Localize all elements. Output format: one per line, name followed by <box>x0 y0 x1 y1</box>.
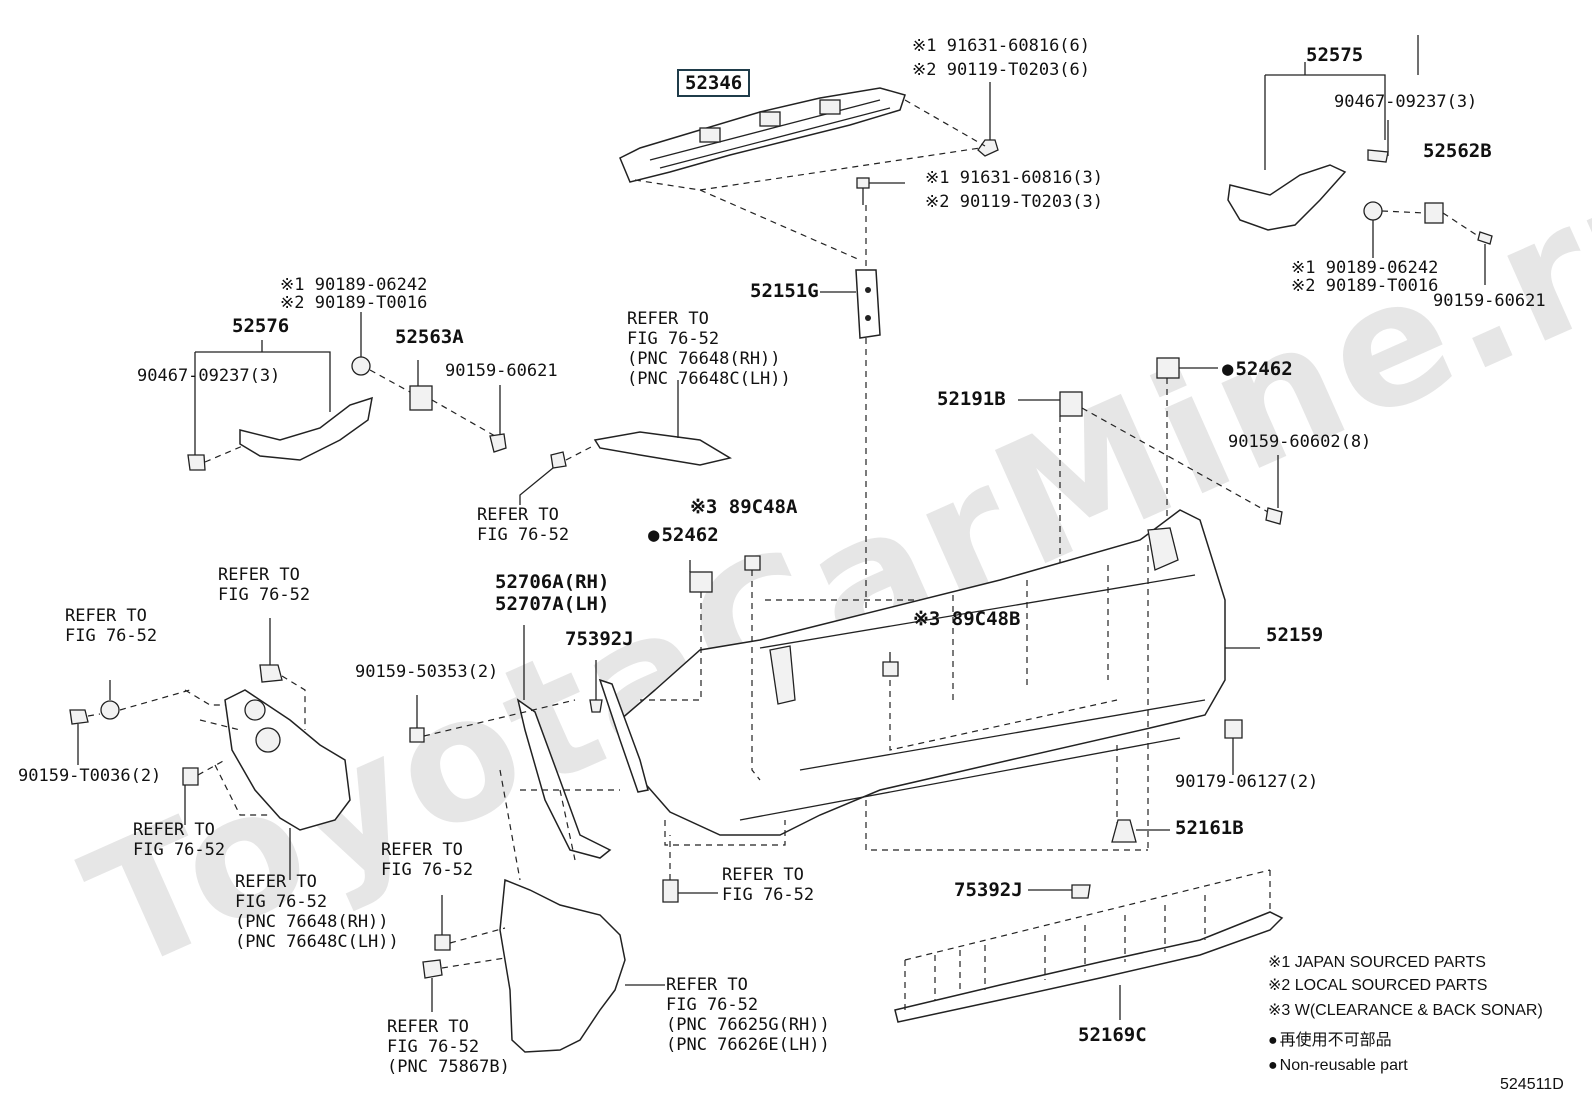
refer-label-g-1[interactable]: REFER TO <box>381 840 463 860</box>
part-label-bolt-mid-2[interactable]: ※2 90119-T0203(3) <box>925 192 1104 212</box>
part-label-90159-50353[interactable]: 90159-50353(2) <box>355 662 499 682</box>
refer-label-e-2[interactable]: FIG 76-52 <box>133 840 226 860</box>
part-label-75392J-right[interactable]: 75392J <box>954 879 1023 901</box>
part-52576-drawing <box>187 340 373 471</box>
part-label-89C48B[interactable]: ※3 89C48B <box>913 608 1021 630</box>
refer-bracket-drawing <box>519 380 732 505</box>
part-label-89C48A[interactable]: ※3 89C48A <box>690 496 798 518</box>
refer-label-d-2[interactable]: FIG 76-52 <box>65 626 158 646</box>
legend-non-reusable-en: Non-reusable part <box>1268 1055 1408 1077</box>
refer-label-f-1[interactable]: REFER TO <box>235 872 317 892</box>
part-52191B-drawing <box>1018 391 1083 417</box>
part-52169C-drawing <box>894 911 1284 1023</box>
part-52706A-drawing <box>516 625 612 859</box>
part-label-52161B[interactable]: 52161B <box>1175 817 1244 839</box>
part-label-90159-T0036[interactable]: 90159-T0036(2) <box>18 766 162 786</box>
refer-label-a-4[interactable]: (PNC 76648C(LH)) <box>627 369 791 389</box>
mud-flap-drawing <box>499 878 665 1053</box>
part-label-bolt-top-1[interactable]: ※1 91631-60816(6) <box>912 36 1091 56</box>
part-89C48B-drawing <box>882 652 899 677</box>
refer-label-f-2[interactable]: FIG 76-52 <box>235 892 328 912</box>
part-label-bolt-top-2[interactable]: ※2 90119-T0203(6) <box>912 60 1091 80</box>
part-label-90179-06127[interactable]: 90179-06127(2) <box>1175 772 1319 792</box>
clip-right-drawing <box>1363 120 1493 285</box>
refer-label-i-1[interactable]: REFER TO <box>666 975 748 995</box>
legend-clearance-sonar: ※3 W(CLEARANCE & BACK SONAR) <box>1268 1002 1543 1019</box>
refer-label-g-2[interactable]: FIG 76-52 <box>381 860 474 880</box>
part-label-90467-right[interactable]: 90467-09237(3) <box>1334 92 1478 112</box>
refer-label-b-2[interactable]: FIG 76-52 <box>477 525 570 545</box>
part-label-52707A[interactable]: 52707A(LH) <box>495 593 610 615</box>
part-label-90159-60602[interactable]: 90159-60602(8) <box>1228 432 1372 452</box>
part-label-52151G[interactable]: 52151G <box>750 280 819 302</box>
part-label-52576[interactable]: 52576 <box>232 315 290 337</box>
side-bracket-drawing <box>224 689 351 880</box>
part-label-90159-60621-right[interactable]: 90159-60621 <box>1433 291 1546 311</box>
refer-label-d-1[interactable]: REFER TO <box>65 606 147 626</box>
part-label-52159[interactable]: 52159 <box>1266 624 1324 646</box>
part-label-52346[interactable]: 52346 <box>677 69 751 97</box>
refer-label-a-1[interactable]: REFER TO <box>627 309 709 329</box>
part-label-52169C[interactable]: 52169C <box>1078 1024 1147 1046</box>
refer-label-f-4[interactable]: (PNC 76648C(LH)) <box>235 932 399 952</box>
refer-label-b-1[interactable]: REFER TO <box>477 505 559 525</box>
refer-label-i-4[interactable]: (PNC 76626E(LH)) <box>666 1035 830 1055</box>
part-label-52563A[interactable]: 52563A <box>395 326 464 348</box>
refer-label-h-2[interactable]: FIG 76-52 <box>722 885 815 905</box>
diagram-id: 524511D <box>1500 1076 1564 1093</box>
refer-label-e-1[interactable]: REFER TO <box>133 820 215 840</box>
part-52151G-drawing <box>820 269 881 339</box>
part-52159-drawing <box>619 509 1260 836</box>
part-52575-drawing <box>1227 62 1386 231</box>
refer-label-i-3[interactable]: (PNC 76625G(RH)) <box>666 1015 830 1035</box>
refer-label-i-2[interactable]: FIG 76-52 <box>666 995 759 1015</box>
part-label-75392J-left[interactable]: 75392J <box>565 628 634 650</box>
part-label-52191B[interactable]: 52191B <box>937 388 1006 410</box>
part-label-52462-right[interactable]: 52462 <box>1222 358 1292 380</box>
part-52346-drawing <box>619 87 906 183</box>
refer-label-f-3[interactable]: (PNC 76648(RH)) <box>235 912 389 932</box>
refer-label-j-2[interactable]: FIG 76-52 <box>387 1037 480 1057</box>
part-label-90159-60621-left[interactable]: 90159-60621 <box>445 361 558 381</box>
part-label-clip-left-2[interactable]: ※2 90189-T0016 <box>280 293 428 313</box>
part-label-52575[interactable]: 52575 <box>1306 44 1364 66</box>
clip-left-drawing <box>351 312 507 453</box>
refer-label-c-1[interactable]: REFER TO <box>218 565 300 585</box>
part-label-52706A[interactable]: 52706A(RH) <box>495 571 610 593</box>
part-89C48A-drawing <box>744 555 761 781</box>
part-label-clip-left-1[interactable]: ※1 90189-06242 <box>280 275 428 295</box>
part-label-90467-left[interactable]: 90467-09237(3) <box>137 366 281 386</box>
legend-japan-sourced: ※1 JAPAN SOURCED PARTS <box>1268 954 1486 971</box>
part-label-52462-left[interactable]: 52462 <box>648 524 718 546</box>
part-52462-left-drawing <box>640 560 713 701</box>
part-label-clip-right-2[interactable]: ※2 90189-T0016 <box>1291 276 1439 296</box>
part-label-52562B[interactable]: 52562B <box>1423 140 1492 162</box>
refer-label-j-1[interactable]: REFER TO <box>387 1017 469 1037</box>
refer-label-c-2[interactable]: FIG 76-52 <box>218 585 311 605</box>
refer-label-h-1[interactable]: REFER TO <box>722 865 804 885</box>
bolt-mid-drawing <box>856 177 905 205</box>
legend-non-reusable-jp: 再使用不可部品 <box>1268 1030 1392 1052</box>
legend-local-sourced: ※2 LOCAL SOURCED PARTS <box>1268 977 1488 994</box>
refer-label-a-3[interactable]: (PNC 76648(RH)) <box>627 349 781 369</box>
part-label-bolt-mid-1[interactable]: ※1 91631-60816(3) <box>925 168 1104 188</box>
refer-label-j-3[interactable]: (PNC 75867B) <box>387 1057 510 1077</box>
bolt-top-drawing <box>977 82 999 157</box>
part-52462-right-drawing <box>1156 357 1218 379</box>
part-label-clip-right-1[interactable]: ※1 90189-06242 <box>1291 258 1439 278</box>
refer-label-a-2[interactable]: FIG 76-52 <box>627 329 720 349</box>
